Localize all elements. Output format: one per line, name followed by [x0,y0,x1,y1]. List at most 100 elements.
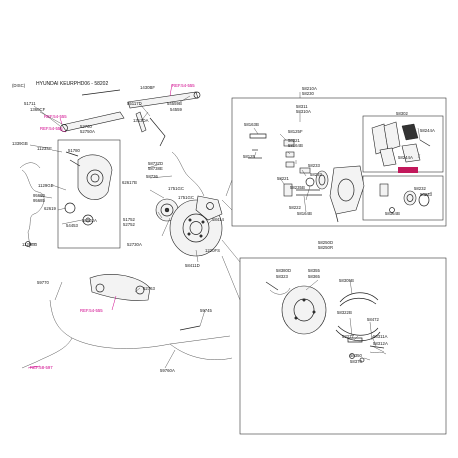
ref-leader-2 [59,117,63,125]
label-52763: 52763 [143,286,156,291]
label-54453: 54453 [66,223,79,228]
label-58311: 58311 [296,104,308,109]
label-58222: 58222 [289,205,302,210]
lower-arm [89,274,151,301]
label-1339GB: 1339GB [12,141,28,146]
label-1220FS: 1220FS [205,248,220,253]
label-58370: 58370 [350,359,363,364]
header-variant: (DISC) [12,83,26,88]
label-58472: 58472 [367,317,380,322]
brake-hose [171,151,205,197]
label-58233-b: 58233 [310,172,323,177]
label-1129GE: 1129GE [38,183,54,188]
label-58736: 58736 [146,174,159,179]
label-58210A: 58210A [302,86,317,91]
label-95680: 95680 [33,193,46,198]
knuckle-box [57,139,121,249]
label-58125F: 58125F [288,129,303,134]
label-52752: 52752 [123,222,136,227]
label-1129ED: 1129ED [22,242,37,247]
label-58164B-b: 58164B [297,211,312,216]
parking-box-pointer-2 [221,255,241,301]
label-58235B: 58235B [290,185,305,190]
label-55117D: 55117D [127,101,142,106]
label-58233-a: 58233 [308,163,321,168]
label-58738E: 58738E [148,166,163,171]
label-58380D: 58380D [276,268,291,273]
abs-sensor-wire [21,169,45,249]
label-1313DA: 1313DA [133,118,149,123]
label-58277: 58277 [342,334,355,339]
label-1123SE: 1123SE [37,146,52,151]
label-51711: 51711 [24,101,36,106]
caliper-box-pointer [225,179,233,197]
label-58737D: 58737D [148,161,163,166]
leaders-left [29,95,213,369]
brake-pads [371,121,431,167]
label-58311A: 58311A [373,334,388,339]
label-95685: 95685 [33,198,46,203]
leaders-right [253,112,433,361]
caliper-kit-box [231,97,447,227]
ref-leader-3 [59,129,67,133]
label-58244A-a: 58244A [420,128,435,133]
label-58350: 58350 [350,353,363,358]
label-52760: 52760 [80,124,93,129]
label-59745: 59745 [200,308,213,313]
label-62619: 62619 [44,206,57,211]
knuckle [64,151,113,226]
label-52730A: 52730A [127,242,142,247]
label-58322B: 58322B [337,310,352,315]
label-58310A: 58310A [296,109,311,114]
ref-leader-5 [27,365,41,369]
ref-link-1[interactable]: REF.54-555 [172,83,195,88]
label-58250R: 58250R [318,245,333,250]
label-1751GC-b: 1751GC [178,195,194,200]
label-54559: 54559 [170,107,183,112]
ref-leader-4 [111,295,117,311]
label-59770: 59770 [37,280,50,285]
parking-brake-box [239,257,447,435]
label-1430BF: 1430BF [140,85,155,90]
header-model: HYUNDAI KEURPHD06 - 58202 [36,81,108,87]
ref-link-2[interactable]: REF.54-555 [44,114,67,119]
pad-kit-highlight [398,167,418,173]
label-58302: 58302 [396,111,409,116]
label-58411D: 58411D [185,263,200,268]
label-58414: 58414 [212,217,225,222]
label-58230: 58230 [302,91,315,96]
label-58312A: 58312A [373,341,388,346]
label-51752: 51752 [123,217,136,222]
ref-link-4[interactable]: REF.54-555 [80,308,103,313]
label-58125: 58125 [243,154,256,159]
label-58221: 58221 [288,138,301,143]
seal-kit-box [362,175,444,221]
label-58164B-a: 58164B [288,143,303,148]
label-52750A: 52750A [80,129,95,134]
caliper-small [195,195,223,221]
label-54559B: 54559B [167,101,182,106]
label-59760A: 59760A [160,368,175,373]
label-58355: 58355 [308,268,321,273]
label-58002A: 58002A [82,218,97,223]
ref-link-3[interactable]: REF.54-555 [40,126,63,131]
label-58244A-b: 58244A [398,155,413,160]
label-58365: 58365 [308,274,321,279]
part-labels: 1430BF REF.54-555 51711 1360CF 55117D 54… [12,83,435,373]
caliper-body [329,165,365,223]
ref-link-5[interactable]: REF.58-597 [30,365,53,370]
label-1751GC-a: 1751GC [168,186,184,191]
brake-shoes [265,281,381,342]
label-58323: 58323 [276,274,289,279]
label-58305B: 58305B [339,278,354,283]
upper-arm-assembly [60,89,201,147]
parking-box-pointer-1 [221,239,241,263]
backing-plate [281,285,327,335]
label-58250D: 58250D [318,240,333,245]
ref-leader-1 [169,83,173,97]
parking-cable [49,299,231,349]
label-58164B-c: 58164B [385,211,400,216]
label-58221b: 58221 [277,176,290,181]
